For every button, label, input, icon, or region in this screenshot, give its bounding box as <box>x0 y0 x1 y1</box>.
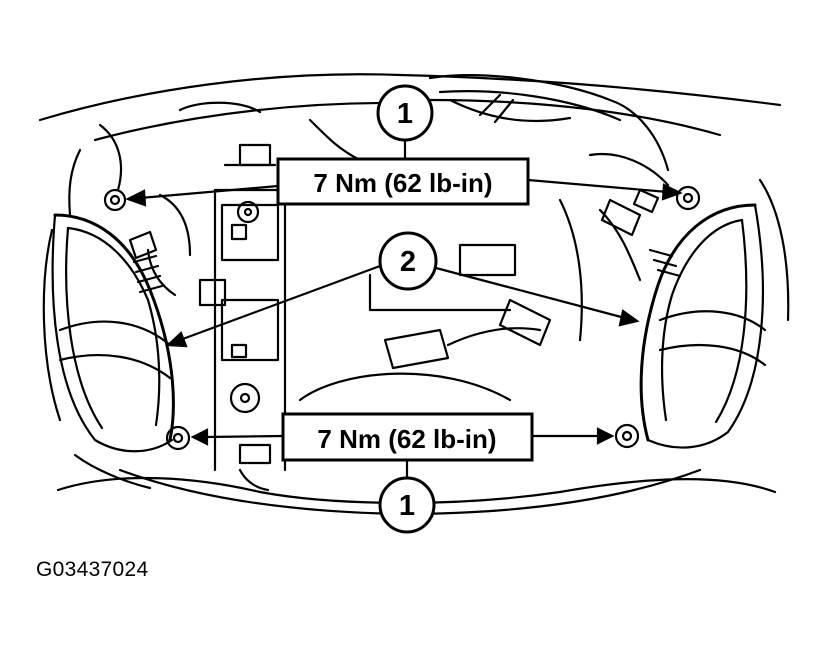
callout-1-top: 1 <box>376 84 434 142</box>
torque-label-top: 7 Nm (62 lb-in) <box>313 168 492 198</box>
bolt-top-left <box>103 188 127 212</box>
leader-callout-2-right <box>435 266 640 327</box>
callout-1-bottom: 1 <box>378 476 436 534</box>
callout-1-top-label: 1 <box>397 98 413 130</box>
leader-top-left <box>125 184 279 207</box>
torque-label-bottom: 7 Nm (62 lb-in) <box>317 424 496 454</box>
leader-callout-2-left <box>165 264 381 348</box>
leader-top-right <box>527 178 683 201</box>
wiring-harness <box>178 74 670 492</box>
bolt-bottom-right <box>614 423 640 449</box>
torque-box-top: 7 Nm (62 lb-in) <box>276 157 530 206</box>
bracket-cam-top <box>236 200 260 224</box>
callout-2-label: 2 <box>400 246 416 278</box>
bracket-cam-bottom <box>229 382 261 414</box>
figure-code: G03437024 <box>36 558 149 581</box>
callout-2: 2 <box>378 231 438 291</box>
left-headlamp <box>51 123 177 453</box>
torque-box-bottom: 7 Nm (62 lb-in) <box>281 412 534 462</box>
leader-bottom-right <box>532 427 615 445</box>
leader-bottom-left <box>190 428 284 446</box>
bolt-top-right <box>675 185 701 211</box>
bolt-bottom-left <box>165 425 191 451</box>
callout-1-bottom-label: 1 <box>399 490 415 522</box>
right-headlamp <box>558 152 767 449</box>
